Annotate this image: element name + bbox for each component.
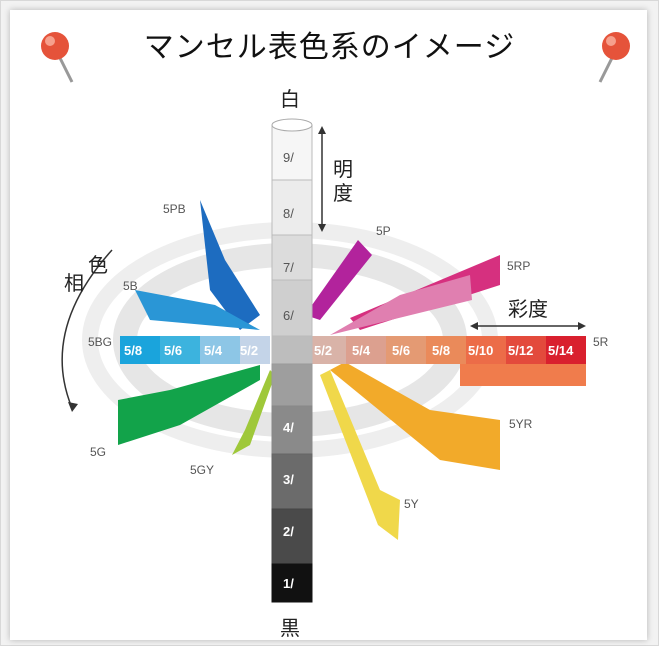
- hue-label-5r: 5R: [593, 335, 609, 349]
- chroma-right-10: 5/10: [468, 343, 493, 358]
- chroma-right-4: 5/4: [352, 343, 371, 358]
- label-value-2: 度: [333, 181, 353, 205]
- blade-5pb: [200, 200, 260, 330]
- label-black: 黒: [280, 616, 300, 640]
- value-step-7: 7/: [283, 260, 294, 275]
- value-step-6: 6/: [283, 308, 294, 323]
- value-step-2: 2/: [283, 524, 294, 539]
- chroma-right-6: 5/6: [392, 343, 410, 358]
- value-step-9: 9/: [283, 150, 294, 165]
- value-axis-cylinder: [271, 118, 313, 603]
- blade-5yr: [330, 362, 500, 470]
- label-white: 白: [280, 87, 300, 111]
- chroma-left-6: 5/6: [164, 343, 182, 358]
- hue-label-5gy: 5GY: [190, 463, 214, 477]
- blade-5b: [135, 290, 260, 330]
- value-step-8: 8/: [283, 206, 294, 221]
- label-chroma: 彩度: [508, 297, 548, 321]
- blade-5y: [320, 370, 400, 540]
- chroma-right-12: 5/12: [508, 343, 533, 358]
- blade-5p: [305, 240, 372, 320]
- chroma-right-14: 5/14: [548, 343, 574, 358]
- pin-right-icon: [598, 32, 630, 83]
- blade-5g: [118, 365, 260, 445]
- chroma-row-red-side: [460, 364, 586, 386]
- hue-label-5rp: 5RP: [507, 259, 530, 273]
- value-step-3: 3/: [283, 472, 294, 487]
- pin-left-icon: [41, 32, 74, 83]
- label-value-1: 明: [333, 157, 353, 181]
- hue-label-5y: 5Y: [404, 497, 419, 511]
- chroma-left-4: 5/4: [204, 343, 223, 358]
- hue-label-5bg: 5BG: [88, 335, 112, 349]
- chroma-right-2: 5/2: [314, 343, 332, 358]
- value-step-4: 4/: [283, 420, 294, 435]
- blade-5rp-inner: [330, 275, 472, 335]
- value-step-1: 1/: [283, 576, 294, 591]
- label-hue-2: 相: [64, 271, 84, 295]
- chroma-row-blue: [120, 336, 270, 364]
- chroma-row-red: [310, 336, 586, 364]
- blade-5gy: [232, 370, 275, 455]
- hue-label-5g: 5G: [90, 445, 106, 459]
- label-hue-1: 色: [88, 253, 108, 277]
- hue-arrow: [61, 249, 113, 409]
- hue-label-5p: 5P: [376, 224, 391, 238]
- hue-label-5yr: 5YR: [509, 417, 533, 431]
- chroma-right-8: 5/8: [432, 343, 450, 358]
- page-title: マンセル表色系のイメージ: [143, 30, 516, 65]
- chroma-left-2: 5/2: [240, 343, 258, 358]
- hue-label-5pb: 5PB: [163, 202, 186, 216]
- hue-label-5b: 5B: [123, 279, 138, 293]
- chroma-left-8: 5/8: [124, 343, 142, 358]
